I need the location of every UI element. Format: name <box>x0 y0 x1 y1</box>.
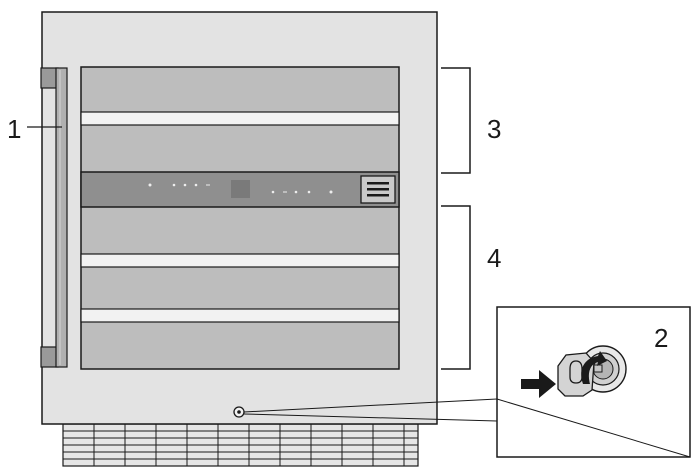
arrow-right-icon <box>521 370 556 398</box>
zoom-line-top <box>243 398 498 413</box>
zoom-line-bottom <box>243 413 498 422</box>
hamburger-menu-icon[interactable] <box>360 175 396 204</box>
lock-detail-box <box>496 306 691 458</box>
zone-bracket-3 <box>441 67 471 174</box>
ventilation-grille <box>62 423 419 467</box>
shelf-dividers <box>80 111 400 323</box>
temperature-display <box>231 180 250 198</box>
rotate-arrow-icon <box>581 351 607 384</box>
callout-label-2: 2 <box>654 323 669 353</box>
control-panel-indicators <box>148 183 333 194</box>
control-panel <box>80 171 400 208</box>
callout-label-3: 3 <box>487 114 502 144</box>
door-handle <box>40 67 68 368</box>
zone-bracket-4 <box>441 205 471 370</box>
callout-label-4: 4 <box>487 243 502 273</box>
door-lock <box>233 406 245 418</box>
callout-label-1: 1 <box>7 114 22 144</box>
